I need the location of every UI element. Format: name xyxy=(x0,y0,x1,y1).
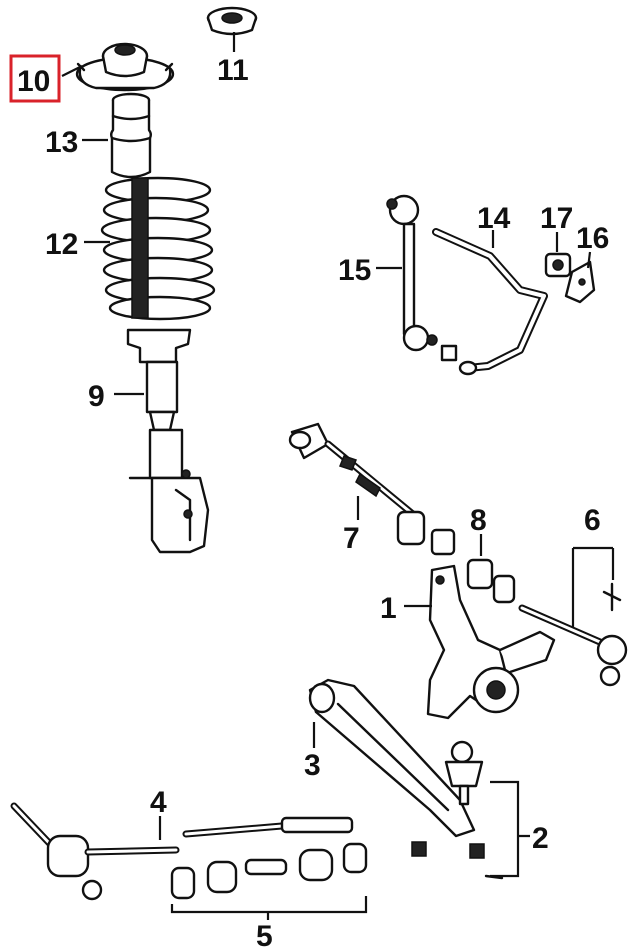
part-16-bracket[interactable] xyxy=(564,260,596,304)
callout-16[interactable]: 16 xyxy=(576,222,609,255)
part-8-bushing-set[interactable] xyxy=(396,510,516,604)
part-12-coil-spring[interactable] xyxy=(100,176,216,321)
callout-6[interactable]: 6 xyxy=(584,504,601,537)
leader-6 xyxy=(571,546,615,628)
part-17-bushing[interactable] xyxy=(544,252,572,278)
callout-12[interactable]: 12 xyxy=(45,228,78,261)
part-14-stabilizer-bar[interactable] xyxy=(432,228,548,376)
callout-14[interactable]: 14 xyxy=(477,202,511,235)
part-1-knuckle[interactable] xyxy=(426,564,556,720)
callout-8[interactable]: 8 xyxy=(470,504,487,537)
callout-11[interactable]: 11 xyxy=(217,54,249,87)
callout-15[interactable]: 15 xyxy=(338,254,371,287)
part-11-cap[interactable] xyxy=(206,6,258,36)
callout-4[interactable]: 4 xyxy=(150,786,167,819)
callout-17[interactable]: 17 xyxy=(540,202,573,235)
part-9-strut[interactable] xyxy=(126,328,210,554)
leader-16 xyxy=(586,251,592,269)
callout-2[interactable]: 2 xyxy=(532,822,549,855)
leader-5 xyxy=(170,896,368,920)
leader-2 xyxy=(490,780,530,878)
callout-10-highlight xyxy=(9,54,61,103)
part-15-stabilizer-link[interactable] xyxy=(386,194,438,352)
callout-7[interactable]: 7 xyxy=(343,522,360,555)
callout-10[interactable]: 10 xyxy=(17,65,50,98)
callout-3[interactable]: 3 xyxy=(304,749,321,782)
callout-9[interactable]: 9 xyxy=(88,380,105,413)
part-6-tie-rod-end[interactable] xyxy=(518,582,628,687)
part-4-rod[interactable] xyxy=(10,802,354,901)
callout-5[interactable]: 5 xyxy=(256,920,273,951)
part-13-bump-stop[interactable] xyxy=(110,92,152,179)
part-2-ball-joint[interactable] xyxy=(444,740,504,880)
part-5-bushing-kit[interactable] xyxy=(170,841,427,900)
part-7-strut-rod[interactable] xyxy=(288,422,424,524)
leader-10 xyxy=(61,65,83,77)
callout-13[interactable]: 13 xyxy=(45,126,78,159)
part-3-lower-arm[interactable] xyxy=(308,678,476,838)
part-10-strut-mount[interactable] xyxy=(75,42,175,92)
callout-1[interactable]: 1 xyxy=(380,592,397,625)
